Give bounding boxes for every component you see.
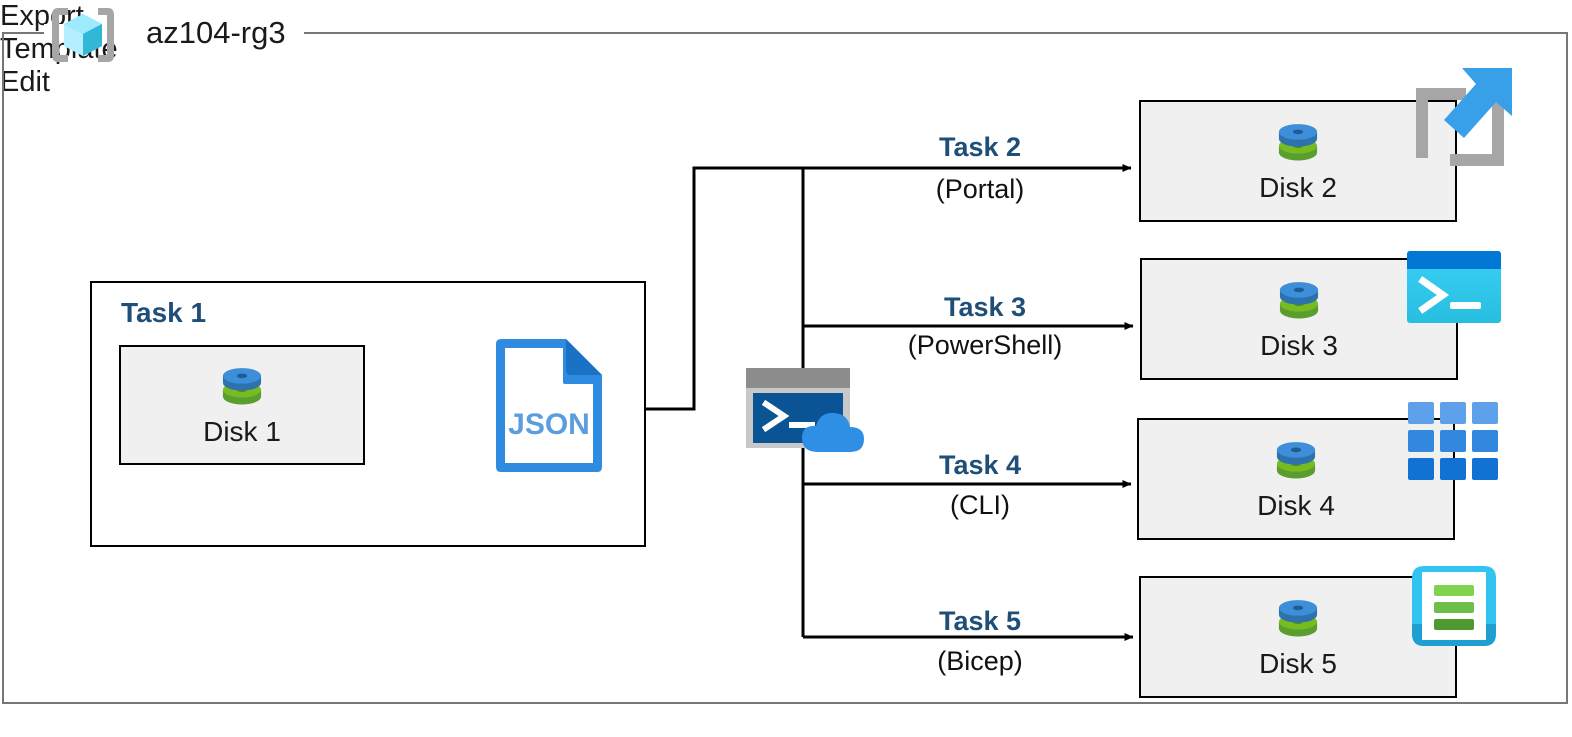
task4-heading: Task 4 (938, 450, 1022, 480)
svg-text:JSON: JSON (508, 408, 590, 441)
managed-disk-icon (1272, 118, 1324, 170)
json-file-icon: JSON (490, 336, 608, 476)
azure-resource-group-icon (48, 4, 118, 66)
managed-disk-icon (1270, 436, 1322, 488)
disk2-label: Disk 2 (1259, 172, 1337, 203)
azure-cli-icon (1408, 402, 1498, 480)
managed-disk-icon (1272, 594, 1324, 646)
disk4-box: Disk 4 (1137, 418, 1455, 540)
task4-tool: (CLI) (950, 490, 1010, 520)
resource-group-name: az104-rg3 (146, 15, 286, 50)
task2-heading: Task 2 (938, 132, 1022, 162)
task3-heading: Task 3 (943, 292, 1027, 322)
edit-connector-to-task2 (645, 164, 1132, 411)
disk5-box: Disk 5 (1139, 576, 1457, 698)
edit-label: Edit (0, 66, 50, 98)
managed-disk-icon (216, 362, 268, 414)
resource-group-frame (2, 32, 1568, 704)
powershell-icon (1407, 251, 1501, 323)
managed-disk-icon (1273, 276, 1325, 328)
disk3-label: Disk 3 (1260, 330, 1338, 361)
task2-tool: (Portal) (935, 174, 1025, 204)
task1-title: Task 1 (121, 297, 207, 328)
cloud-shell-icon (744, 366, 864, 452)
bicep-icon (1408, 560, 1500, 652)
disk2-box: Disk 2 (1139, 100, 1457, 222)
disk1-box: Disk 1 (119, 345, 365, 465)
task3-tool: (PowerShell) (907, 330, 1063, 360)
task5-tool: (Bicep) (937, 646, 1023, 676)
disk5-label: Disk 5 (1259, 648, 1337, 679)
azure-portal-icon (1408, 66, 1516, 174)
disk4-label: Disk 4 (1257, 490, 1335, 521)
task5-heading: Task 5 (938, 606, 1022, 636)
disk1-label: Disk 1 (203, 416, 281, 447)
